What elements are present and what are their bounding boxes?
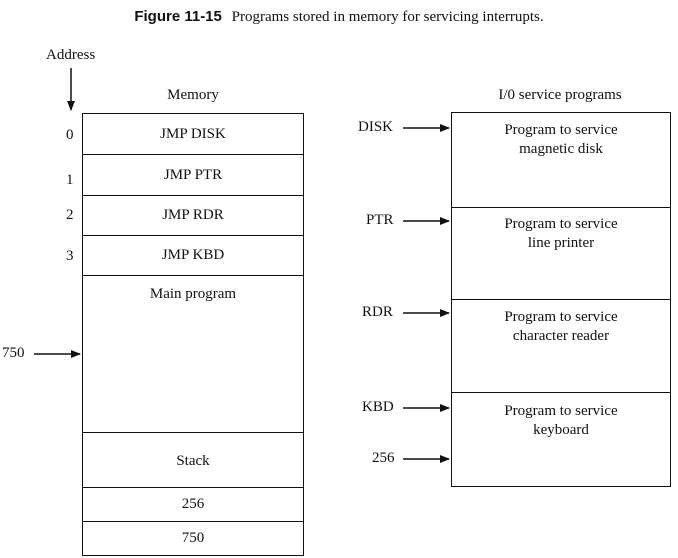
main-program-region: Main program xyxy=(82,275,304,433)
memory-cell-jmp-rdr: JMP RDR xyxy=(82,195,304,236)
io-program-text: Program to service xyxy=(504,309,618,325)
stack-label: Stack xyxy=(176,453,210,469)
memory-cell-text: JMP PTR xyxy=(163,167,223,183)
memory-cell-text: JMP KBD xyxy=(161,247,225,263)
io-heading: I/0 service programs xyxy=(498,87,622,103)
address-label: 0 xyxy=(66,127,74,143)
stack-entry-value: 750 xyxy=(181,530,205,546)
io-program-reader: Program to service character reader xyxy=(451,299,671,393)
io-entry-label: DISK xyxy=(358,119,394,135)
io-entry-label: RDR xyxy=(362,304,393,320)
stack-entry: 750 xyxy=(82,521,304,556)
io-program-keyboard: Program to service keyboard xyxy=(451,392,671,487)
io-entry-label: KBD xyxy=(362,399,394,415)
io-program-text: Program to service xyxy=(504,216,618,232)
memory-heading: Memory xyxy=(167,87,219,103)
memory-cell-text: JMP RDR xyxy=(162,207,224,223)
stack-region: Stack xyxy=(82,432,304,488)
figure-title: Programs stored in memory for servicing … xyxy=(231,9,544,25)
stack-entry-value: 256 xyxy=(181,496,205,512)
address-label: 2 xyxy=(66,207,74,223)
memory-cell-jmp-kbd: JMP KBD xyxy=(82,235,304,276)
io-program-text: Program to service xyxy=(504,403,618,419)
memory-cell-text: JMP DISK xyxy=(160,126,226,142)
io-entry-label: PTR xyxy=(366,212,394,228)
io-program-text: keyboard xyxy=(533,422,589,438)
io-program-disk: Program to service magnetic disk xyxy=(451,112,671,208)
address-heading: Address xyxy=(46,47,96,63)
memory-cell-jmp-ptr: JMP PTR xyxy=(82,154,304,196)
figure-label: Figure 11-15 xyxy=(134,8,222,25)
main-program-label: Main program xyxy=(149,286,237,302)
io-return-pointer-label: 256 xyxy=(372,450,395,466)
io-program-text: character reader xyxy=(512,328,610,344)
address-label: 1 xyxy=(66,172,74,188)
memory-cell-jmp-disk: JMP DISK xyxy=(82,113,304,155)
main-pointer-label: 750 xyxy=(2,345,25,361)
figure-caption: Figure 11-15 Programs stored in memory f… xyxy=(0,8,678,26)
stack-entry: 256 xyxy=(82,487,304,522)
address-label: 3 xyxy=(66,248,74,264)
io-program-text: Program to service xyxy=(504,122,618,138)
io-program-text: line printer xyxy=(527,235,595,251)
io-program-text: magnetic disk xyxy=(519,141,603,157)
io-program-printer: Program to service line printer xyxy=(451,207,671,300)
